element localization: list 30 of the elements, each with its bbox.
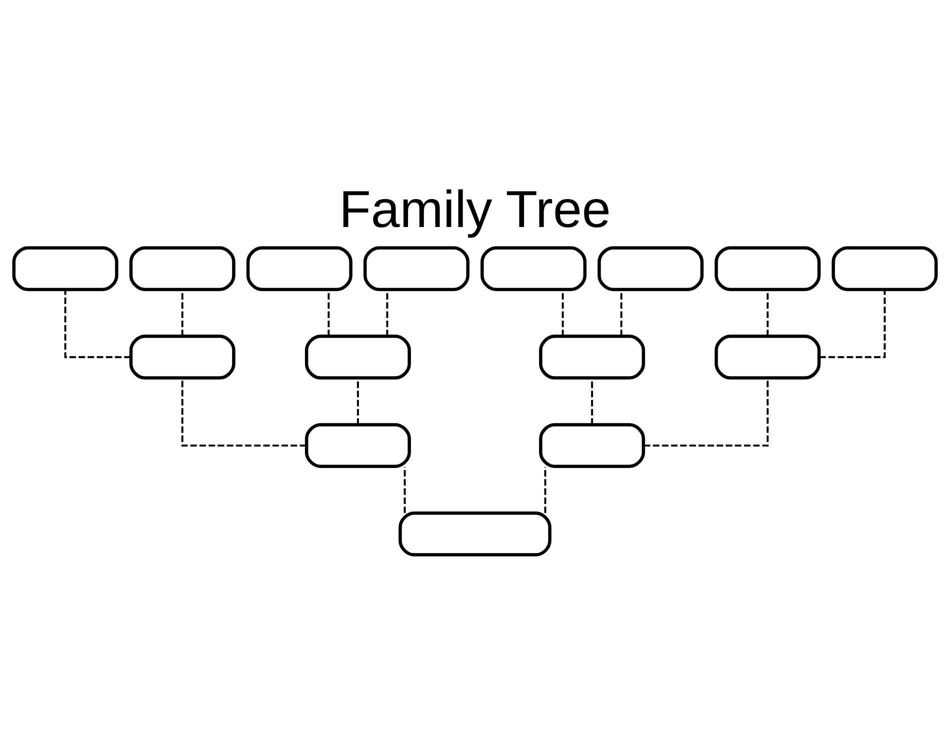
connector xyxy=(819,290,886,358)
node-box xyxy=(539,423,646,468)
node-box xyxy=(398,512,552,556)
node-box xyxy=(539,334,646,380)
connector xyxy=(544,466,546,514)
node-box xyxy=(304,423,411,468)
connector xyxy=(181,290,184,336)
connector xyxy=(404,466,406,514)
connector xyxy=(356,378,359,425)
node-box xyxy=(12,246,118,292)
node-box xyxy=(363,246,470,292)
connector xyxy=(181,378,306,447)
node-box xyxy=(129,334,236,380)
connector xyxy=(766,290,769,336)
connector xyxy=(562,290,564,336)
node-box xyxy=(304,334,411,380)
node-box xyxy=(832,246,938,292)
diagram-title: Family Tree xyxy=(339,181,611,240)
connector xyxy=(620,290,622,336)
node-box xyxy=(598,246,704,292)
node-box xyxy=(714,334,821,380)
node-box xyxy=(129,246,236,292)
node-box xyxy=(714,246,821,292)
connector xyxy=(386,290,388,336)
node-box xyxy=(246,246,352,292)
connector xyxy=(64,290,131,358)
connector xyxy=(328,290,330,336)
connector xyxy=(644,378,769,447)
connector xyxy=(591,378,594,425)
node-box xyxy=(480,246,587,292)
